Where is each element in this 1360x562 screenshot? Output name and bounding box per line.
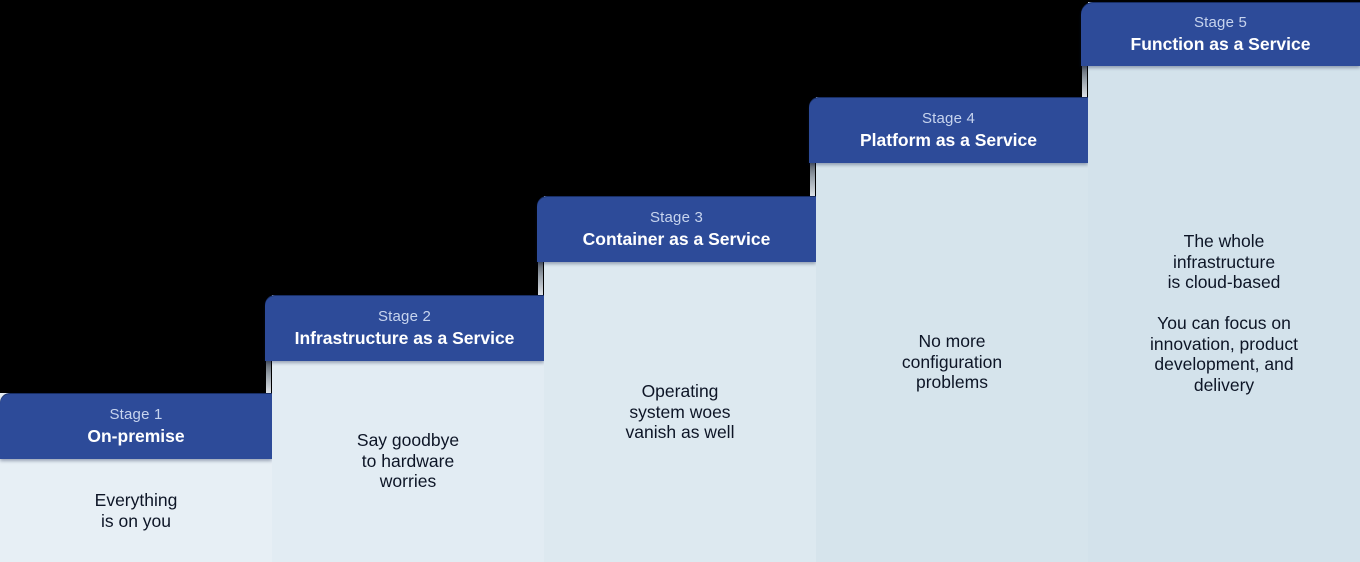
stage-2-header: Stage 2 Infrastructure as a Service bbox=[265, 295, 544, 361]
stage-3-title: Container as a Service bbox=[582, 228, 771, 249]
stage-1-header: Stage 1 On-premise bbox=[0, 393, 272, 459]
stage-4-number-label: Stage 4 bbox=[921, 109, 976, 127]
stage-2-title: Infrastructure as a Service bbox=[294, 327, 515, 348]
stage-1-number-label: Stage 1 bbox=[109, 405, 163, 423]
stage-2-number-label: Stage 2 bbox=[377, 307, 432, 325]
stage-3-header-shadow-strip bbox=[538, 262, 543, 295]
stage-1-body-text: Everything is on you bbox=[94, 490, 178, 531]
stage-5-column bbox=[1088, 2, 1360, 562]
stage-5-body-text: The whole infrastructure is cloud-based … bbox=[1150, 231, 1298, 395]
stage-3-header: Stage 3 Container as a Service bbox=[537, 196, 816, 262]
stage-4-header: Stage 4 Platform as a Service bbox=[809, 97, 1088, 163]
stage-4-column bbox=[816, 97, 1088, 562]
stage-1-title: On-premise bbox=[87, 425, 185, 446]
stage-5-number-label: Stage 5 bbox=[1193, 13, 1248, 31]
stage-5-header: Stage 5 Function as a Service bbox=[1081, 2, 1360, 66]
stage-5-title: Function as a Service bbox=[1130, 33, 1311, 54]
stage-3-body-text: Operating system woes vanish as well bbox=[625, 381, 735, 442]
stage-2-body-text: Say goodbye to hardware worries bbox=[356, 430, 460, 491]
stage-2-header-shadow-strip bbox=[266, 361, 271, 393]
stage-5-header-shadow-strip bbox=[1082, 66, 1087, 97]
stage-3-number-label: Stage 3 bbox=[649, 208, 704, 226]
stage-4-header-shadow-strip bbox=[810, 163, 815, 196]
stage-4-title: Platform as a Service bbox=[859, 129, 1038, 150]
stage-4-body-text: No more configuration problems bbox=[901, 331, 1003, 392]
